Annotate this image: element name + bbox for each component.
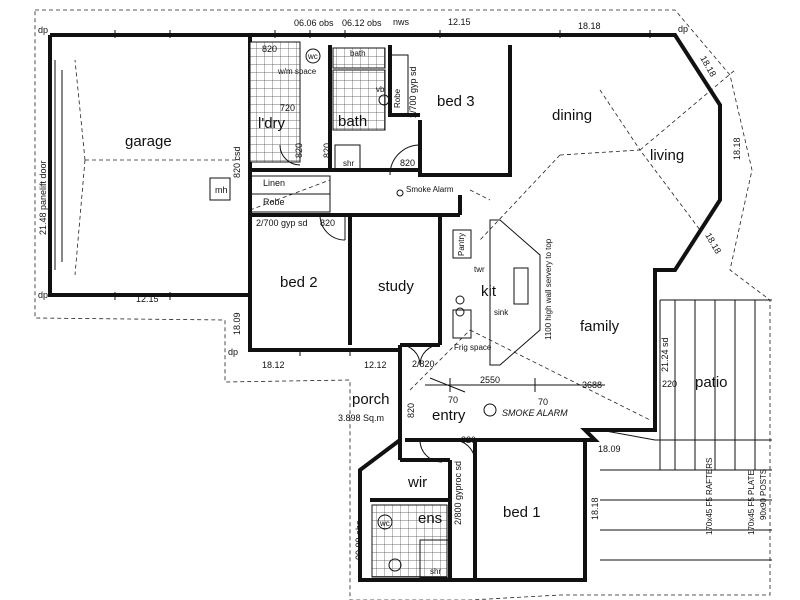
dim-2550: 2550 — [480, 375, 500, 385]
dim-820-shr: 820 — [400, 158, 415, 168]
label-living: living — [650, 147, 684, 164]
interior-details — [54, 30, 772, 579]
dim-1809-bed2: 18.09 — [232, 312, 242, 335]
dim-720: 720 — [280, 103, 295, 113]
dim-1818-top: 18.18 — [578, 21, 601, 31]
dim-servery: 1100 high wall servery to top — [544, 238, 553, 340]
dim-1212: 12.12 — [364, 360, 387, 370]
dim-1812: 18.12 — [262, 360, 285, 370]
label-shr: shr — [343, 159, 354, 168]
roof-hip-lines — [249, 69, 736, 421]
label-bath: bath — [338, 113, 367, 130]
label-pantry: Pantry — [457, 233, 466, 256]
label-robe-bed3: Robe — [393, 88, 402, 108]
dim-820-b: 820 — [294, 143, 304, 158]
dim-posts: 90x90 POSTS — [759, 469, 768, 520]
dim-2700-bed2: 2/700 gyp sd — [256, 218, 308, 228]
room-labels: garage l'dry bath bed 3 dining living be… — [125, 49, 728, 576]
dim-2800: 2/800 gyproc sd — [453, 461, 463, 525]
label-wm-space: w/m space — [277, 67, 317, 76]
dim-rafters: 170x45 F5 RAFTERS — [705, 458, 714, 535]
label-patio: patio — [695, 374, 728, 391]
dim-70-a: 70 — [448, 395, 458, 405]
label-study: study — [378, 278, 414, 295]
label-bed2: bed 2 — [280, 274, 318, 291]
label-garage: garage — [125, 133, 172, 150]
label-porch: porch — [352, 391, 390, 408]
dim-3688: 3688 — [582, 380, 602, 390]
label-ens: ens — [418, 510, 442, 527]
label-dining: dining — [552, 107, 592, 124]
dim-70-b: 70 — [538, 397, 548, 407]
garage-dash — [74, 59, 240, 276]
dim-820-porch: 820 — [406, 403, 416, 418]
smoke-alarm-handwritten: SMOKE ALARM — [502, 408, 568, 418]
label-entry: entry — [432, 407, 466, 424]
roofline — [34, 9, 771, 600]
label-wc-ens: wc — [379, 519, 390, 528]
label-twr: twr — [474, 265, 485, 274]
dim-dp-2: dp — [38, 290, 48, 300]
label-vb: vb — [376, 85, 385, 94]
dim-820-csd: 820 csd — [232, 146, 242, 178]
label-wc: wc — [307, 52, 318, 61]
smoke-alarm-note: Smoke Alarm — [406, 185, 454, 194]
dim-0612: 06.12 obs — [342, 18, 382, 28]
dim-1818-bed1: 18.18 — [590, 497, 600, 520]
label-kit: kit — [481, 283, 497, 300]
dim-1215-garage: 12.15 — [136, 294, 159, 304]
dim-820-entry: 820 — [461, 435, 476, 445]
label-mh: mh — [215, 185, 228, 195]
label-laundry: l'dry — [258, 115, 286, 132]
dim-dp-3: dp — [228, 347, 238, 357]
dimension-labels: 12.15 18.18 06.06 obs 06.12 obs nws 12.1… — [38, 17, 768, 560]
label-family: family — [580, 318, 620, 335]
dim-1809-c: 18.09 — [598, 444, 621, 454]
dim-2700-bed3: 2/700 gyp sd — [408, 66, 418, 118]
label-linen: Linen — [263, 178, 285, 188]
label-bath-top: bath — [350, 49, 366, 58]
label-wir: wir — [407, 474, 427, 491]
label-sink: sink — [494, 308, 509, 317]
dim-820-bed2: 820 — [320, 218, 335, 228]
dim-2820: 2/820 — [412, 359, 435, 369]
dim-0909: 09.09 obs — [354, 520, 364, 560]
label-bed3: bed 3 — [437, 93, 475, 110]
label-bed1: bed 1 — [503, 504, 541, 521]
dim-820-bath: 820 — [322, 143, 332, 158]
dim-820-a: 820 — [262, 44, 277, 54]
dim-garage-door: 21.48 panelift door — [38, 160, 48, 235]
dim-0606: 06.06 obs — [294, 18, 334, 28]
dim-1215-top: 12.15 — [448, 17, 471, 27]
label-porch-area: 3.898 Sq.m — [338, 413, 384, 423]
dim-220: 220 — [662, 379, 677, 389]
dim-plate: 170x45 F5 PLATE — [747, 470, 756, 535]
label-robe: Robe — [263, 197, 285, 207]
dim-nws: nws — [393, 17, 410, 27]
dim-2124: 21.24 sd — [660, 337, 670, 372]
dim-1818-liv2: 18.18 — [732, 137, 742, 160]
label-shr-ens: shr — [430, 567, 441, 576]
label-frig: Frig space — [454, 343, 492, 352]
dim-dp-1: dp — [38, 25, 48, 35]
dim-1818-liv3: 18.18 — [703, 231, 723, 256]
dim-dp-4: dp — [678, 24, 688, 34]
